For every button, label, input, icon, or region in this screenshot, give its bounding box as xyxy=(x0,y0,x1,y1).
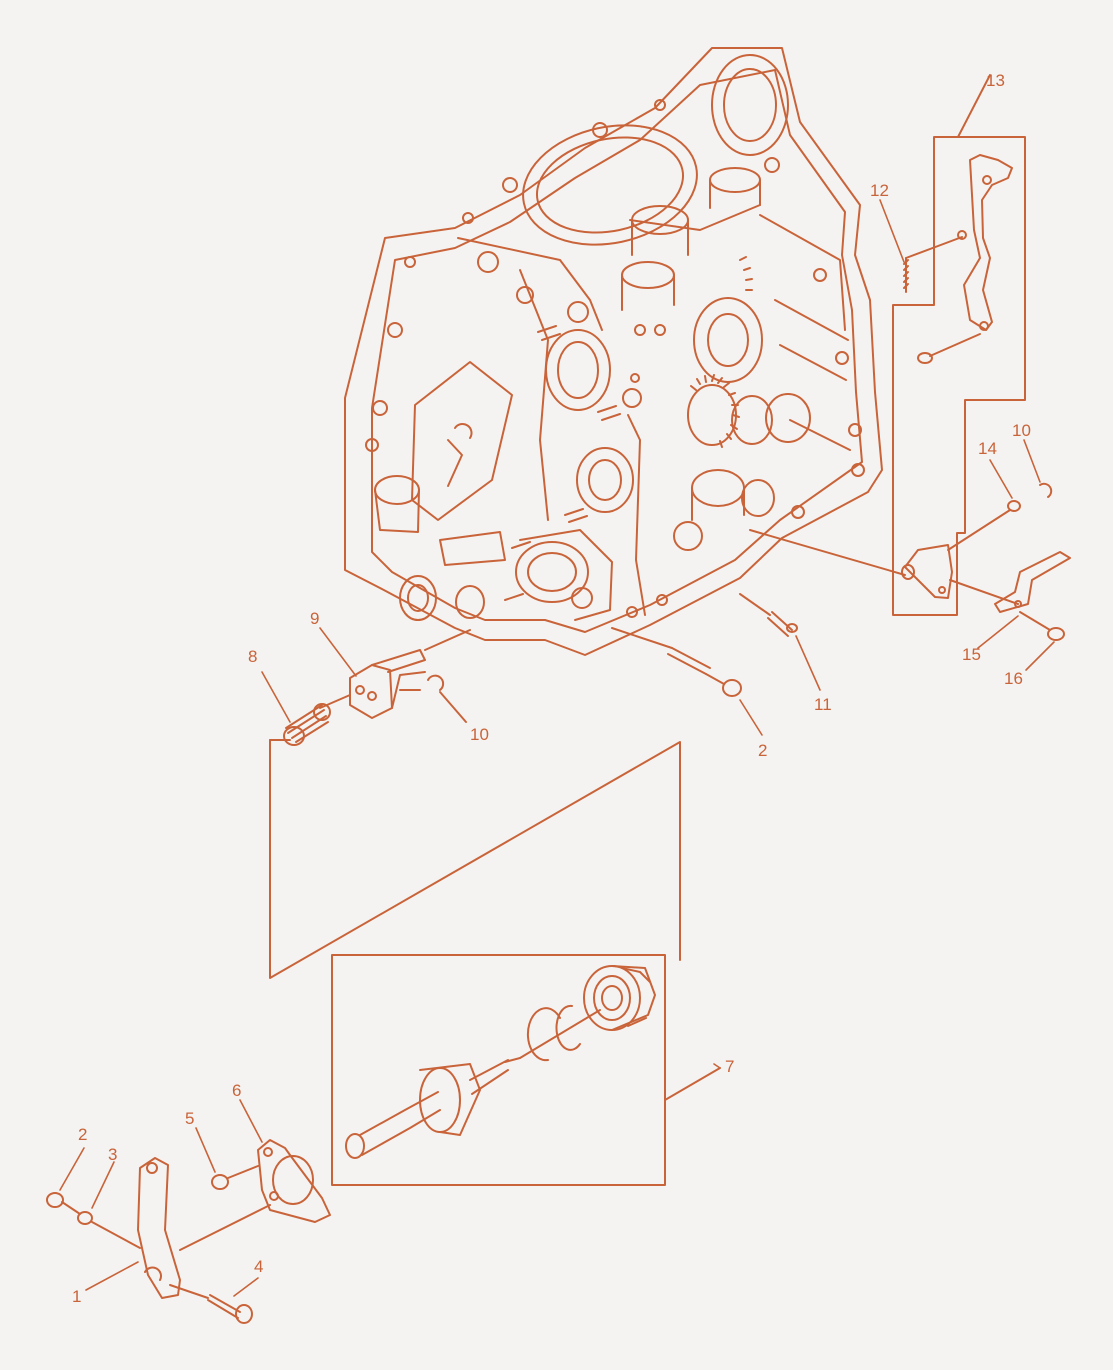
explode-guide-lines xyxy=(269,739,681,979)
label-part-16: 16 xyxy=(1004,669,1023,688)
label-part-10-right: 10 xyxy=(1012,421,1031,440)
label-part-14: 14 xyxy=(978,439,997,458)
label-part-12: 12 xyxy=(870,181,889,200)
parts-1-to-6 xyxy=(46,1139,331,1324)
label-part-9: 9 xyxy=(310,609,319,628)
label-part-8: 8 xyxy=(248,647,257,666)
label-part-2-lower: 2 xyxy=(78,1125,87,1144)
label-part-7: 7 xyxy=(725,1057,734,1076)
assembly-7-shaft xyxy=(331,954,721,1186)
leader-lines xyxy=(59,199,1055,1297)
parts-14-10-15-16 xyxy=(949,482,1071,641)
label-part-2-upper: 2 xyxy=(758,741,767,760)
label-part-13: 13 xyxy=(986,71,1005,90)
label-part-1: 1 xyxy=(72,1287,81,1306)
label-part-6: 6 xyxy=(232,1081,241,1100)
label-part-5: 5 xyxy=(185,1109,194,1128)
parts-8-9-10-11-2 xyxy=(283,593,798,746)
gear-case-housing xyxy=(344,47,883,656)
label-part-4: 4 xyxy=(254,1257,263,1276)
label-part-3: 3 xyxy=(108,1145,117,1164)
label-part-15: 15 xyxy=(962,645,981,664)
label-part-10-left: 10 xyxy=(470,725,489,744)
label-part-11: 11 xyxy=(814,695,832,714)
assembly-13-outline xyxy=(749,74,1026,616)
